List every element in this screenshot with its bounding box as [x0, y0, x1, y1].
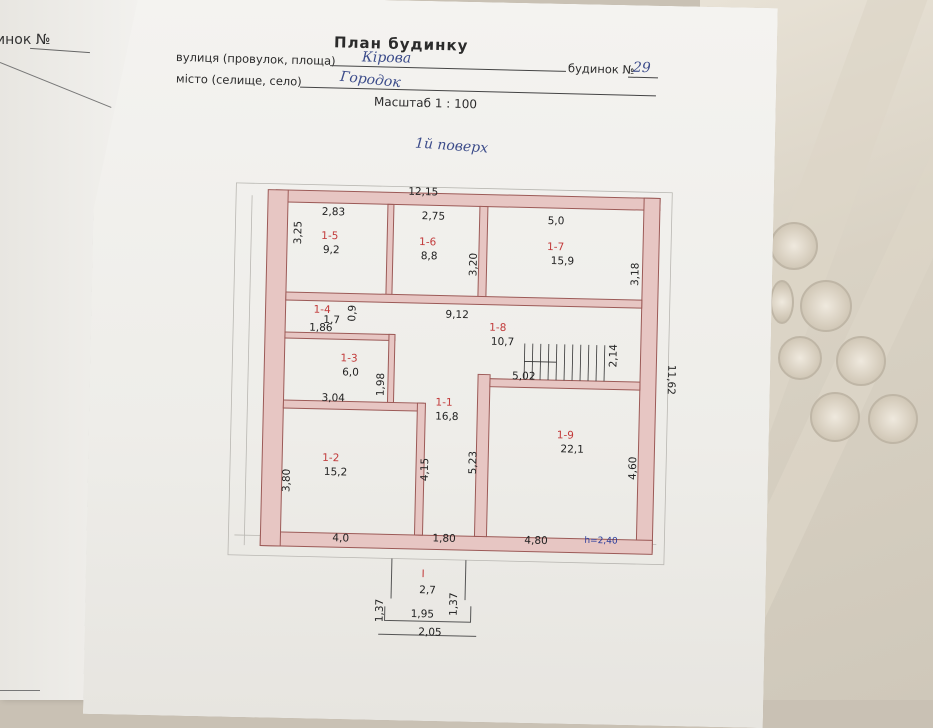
room-1-9-id: 1-9	[557, 429, 574, 441]
walls	[259, 189, 661, 555]
overall-depth: 11,62	[665, 365, 678, 395]
stair-length: 5,02	[512, 370, 536, 383]
porch-step-line	[464, 560, 467, 601]
room-1-3-height: 1,98	[375, 373, 388, 397]
room-1-2-width: 4,0	[332, 532, 349, 544]
room-1-4-area: 1,7	[323, 314, 340, 326]
photo-scene: инок № План будинку вулиця (провулок, пл…	[0, 0, 933, 700]
pencil-line	[243, 195, 253, 546]
stair-step	[579, 344, 582, 381]
room-1-7-area: 15,9	[551, 255, 575, 268]
door-width: 1,80	[432, 532, 456, 545]
porch-right-depth: 1,37	[448, 592, 461, 616]
stair-arrow	[524, 361, 557, 363]
room-1-7-width: 5,0	[547, 215, 564, 227]
wall-r4-r3	[284, 331, 396, 342]
wall-r3-r2	[282, 399, 424, 412]
tablecloth-disc	[810, 392, 860, 442]
wall-r9-top	[489, 378, 641, 391]
room-1-8-area: 10,7	[491, 336, 515, 349]
room-1-6-width: 2,75	[422, 210, 446, 223]
room-1-1-height: 5,23	[467, 451, 480, 475]
porch-area: 2,7	[419, 584, 436, 596]
room-1-7-id: 1-7	[547, 241, 564, 253]
room-1-5-height: 3,25	[292, 221, 305, 245]
room-1-3-area: 6,0	[342, 366, 359, 378]
wall-r1-r9	[473, 373, 491, 538]
staircase	[523, 343, 606, 382]
room-1-8-id: 1-8	[489, 322, 506, 334]
porch-outline	[384, 606, 472, 623]
room-1-4-width: 1,86	[309, 322, 333, 335]
porch-total-width: 2,05	[418, 626, 442, 639]
stair-step	[563, 344, 566, 381]
room-1-9-area: 22,1	[560, 443, 584, 456]
corridor-width: 9,12	[445, 309, 469, 322]
left-page-label: инок №	[0, 32, 51, 48]
room-1-3-width: 3,04	[321, 392, 345, 405]
wall-r6-r7	[477, 205, 489, 300]
room-1-9-height: 4,60	[627, 456, 640, 480]
room-1-6-area: 8,8	[421, 250, 438, 262]
tablecloth-disc	[868, 394, 918, 444]
porch-dimension-line	[378, 633, 477, 637]
wall-upper-corridor	[285, 291, 643, 309]
room-1-7-height: 3,18	[629, 262, 642, 286]
wall-r3-right	[386, 333, 396, 408]
pencil-outline	[227, 182, 673, 566]
porch-left-depth: 1,37	[373, 599, 386, 623]
porch-id: I	[421, 568, 424, 580]
porch-width: 1,95	[411, 608, 435, 621]
tablecloth-disc	[778, 336, 822, 380]
room-1-4-id: 1-4	[313, 304, 331, 316]
left-page-tab	[0, 690, 40, 701]
room-1-5-area: 9,2	[323, 244, 340, 256]
room-1-1-width: 4,15	[419, 458, 432, 482]
overall-width: 12,15	[408, 186, 438, 199]
room-1-2-id: 1-2	[322, 452, 339, 464]
room-1-2-height: 3,80	[280, 469, 293, 493]
room-1-3-id: 1-3	[340, 352, 357, 364]
wall-r2-r1	[413, 402, 426, 536]
room-1-5-id: 1-5	[321, 230, 338, 242]
room-1-6-height: 3,20	[467, 253, 480, 277]
room-1-4-height: 0,9	[346, 305, 358, 322]
tablecloth-disc	[836, 336, 886, 386]
stair-step	[603, 345, 606, 382]
floor-plan-drawing: 1-5 9,2 1-6 8,8 1-7 15,9 1-4 1,7 1-8 10,…	[227, 182, 678, 639]
room-1-2-area: 15,2	[324, 466, 348, 479]
wall-right	[635, 197, 661, 553]
stair-step	[595, 345, 598, 382]
porch	[378, 558, 477, 637]
stair-step	[571, 344, 574, 381]
wall-r5-r6	[385, 203, 395, 297]
room-1-6-id: 1-6	[419, 236, 437, 248]
room-1-9-width: 4,80	[524, 535, 548, 548]
room-1-1-id: 1-1	[435, 396, 452, 408]
room-1-8-height: 2,14	[607, 344, 620, 368]
room-1-1-area: 16,8	[435, 410, 459, 423]
stair-step	[587, 344, 590, 381]
room-1-5-width: 2,83	[322, 206, 346, 219]
tablecloth-disc	[800, 280, 852, 332]
ceiling-height-note: h=2,40	[584, 536, 618, 547]
wall-left	[259, 189, 289, 547]
porch-step-line	[390, 558, 393, 599]
tablecloth-disc	[770, 222, 818, 270]
